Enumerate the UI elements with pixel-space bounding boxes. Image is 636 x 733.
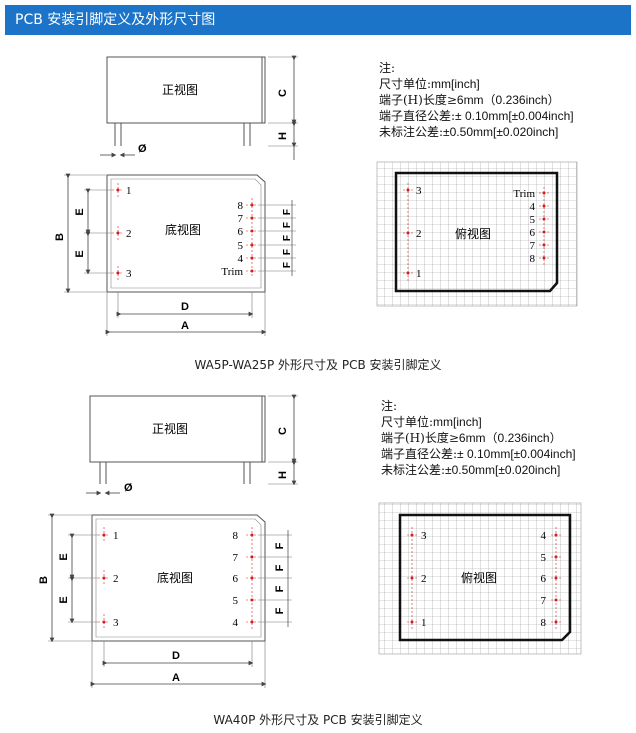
dim-C-label: C (277, 89, 289, 97)
pin-label: 6 (541, 573, 547, 585)
dim-A-label: A (172, 672, 180, 684)
dim-B-label: B (38, 576, 50, 584)
dim-E-label: E (74, 208, 86, 215)
note-general-tolerance: 未标注公差:±0.50mm[±0.020inch] (381, 463, 561, 477)
note-unit: 尺寸单位:mm[inch] (381, 415, 482, 429)
pin-label: 2 (126, 228, 132, 240)
dim-F-label: F (282, 222, 293, 228)
bottom-view-label: 底视图 (157, 570, 193, 585)
front-view-label: 正视图 (152, 421, 188, 436)
pin-label: Trim (221, 266, 243, 278)
pin-label: 7 (530, 240, 536, 252)
dim-F-label: F (274, 542, 286, 549)
note-general-tolerance: 未标注公差:±0.50mm[±0.020inch] (379, 125, 559, 139)
pin-label: 2 (416, 228, 422, 240)
top-view-grid-2: 俯视图 3 2 1 4 5 6 7 8 (378, 502, 582, 655)
dim-phi-label: Ø (124, 482, 133, 494)
pin-label: 4 (530, 201, 536, 213)
pin-label: 8 (238, 200, 244, 212)
pin-label: 5 (238, 240, 244, 252)
front-view-label: 正视图 (162, 82, 198, 97)
pin-label: 3 (416, 185, 422, 197)
dim-F-label: F (274, 564, 286, 571)
pin-label: 6 (233, 573, 239, 585)
pin-label: 4 (233, 617, 239, 629)
dim-C-label: C (277, 427, 289, 435)
bottom-view-label: 底视图 (165, 222, 201, 237)
pin-label: 6 (238, 226, 244, 238)
pin-label: 1 (416, 268, 422, 280)
pin-label: 6 (530, 227, 536, 239)
top-view-grid-1: 俯视图 3 2 1 Trim 4 5 6 7 (376, 161, 578, 307)
caption-1: WA5P-WA25P 外形尺寸及 PCB 安装引脚定义 (194, 358, 442, 372)
pin-label: 5 (530, 214, 536, 226)
pin-label: 7 (233, 552, 239, 564)
dim-F-label: F (282, 262, 293, 268)
dim-D-label: D (181, 301, 189, 313)
dim-A-label: A (181, 320, 189, 332)
pin-label: 4 (541, 530, 547, 542)
note-terminal-diameter: 端子直径公差:± 0.10mm[±0.004inch] (379, 109, 574, 123)
pin-label: 4 (238, 253, 244, 265)
dim-F-label: F (282, 235, 293, 241)
pin-label: 7 (541, 595, 547, 607)
page-header: PCB 安装引脚定义及外形尺寸图 (5, 5, 631, 35)
top-view-label: 俯视图 (455, 226, 491, 241)
pin-label: 1 (421, 617, 427, 629)
dim-F-label: F (282, 209, 293, 215)
pin-label: 7 (238, 213, 244, 225)
note-terminal-diameter: 端子直径公差:± 0.10mm[±0.004inch] (381, 447, 576, 461)
pin-label: 1 (126, 185, 132, 197)
bottom-view-2: 底视图 1 2 3 8 7 6 5 4 (38, 513, 292, 688)
dim-H-label: H (277, 471, 289, 479)
page-title: PCB 安装引脚定义及外形尺寸图 (15, 12, 216, 28)
pin-label: 8 (530, 253, 536, 265)
caption-2: WA40P 外形尺寸及 PCB 安装引脚定义 (213, 713, 423, 727)
dim-phi-label: Ø (138, 143, 147, 155)
note-unit: 尺寸单位:mm[inch] (379, 77, 480, 91)
dim-F-label: F (274, 585, 286, 592)
pin-label: 3 (113, 617, 119, 629)
notes-title: 注: (381, 399, 398, 413)
pin-label: 2 (421, 573, 427, 585)
pin-label: 2 (113, 573, 119, 585)
note-terminal-length: 端子(H)长度≥6mm（0.236inch） (381, 431, 562, 445)
top-view-label: 俯视图 (461, 570, 497, 585)
bottom-view-1: 底视图 1 2 3 8 7 6 (54, 173, 296, 336)
front-view-2: 正视图 C H Ø (86, 394, 298, 496)
pin-label: 5 (233, 595, 239, 607)
dim-H-label: H (277, 132, 289, 140)
dim-B-label: B (54, 233, 66, 241)
pin-label: 5 (541, 552, 547, 564)
front-view-1: 正视图 C H Ø (100, 55, 298, 160)
pin-label: 3 (126, 268, 132, 280)
dim-F-label: F (274, 607, 286, 614)
pin-label: 8 (541, 617, 547, 629)
pin-label: Trim (513, 188, 535, 200)
dim-D-label: D (172, 650, 180, 662)
pin-label: 3 (421, 530, 427, 542)
notes-title: 注: (379, 61, 396, 75)
note-terminal-length: 端子(H)长度≥6mm（0.236inch） (379, 93, 560, 107)
notes-block-2: 注: 尺寸单位:mm[inch] 端子(H)长度≥6mm（0.236inch） … (381, 398, 576, 478)
dim-E-label: E (58, 596, 70, 603)
dim-E-label: E (58, 553, 70, 560)
pin-label: 1 (113, 530, 119, 542)
pin-label: 8 (233, 530, 239, 542)
dim-F-label: F (282, 249, 293, 255)
notes-block-1: 注: 尺寸单位:mm[inch] 端子(H)长度≥6mm（0.236inch） … (379, 60, 574, 140)
dim-E-label: E (74, 250, 86, 257)
